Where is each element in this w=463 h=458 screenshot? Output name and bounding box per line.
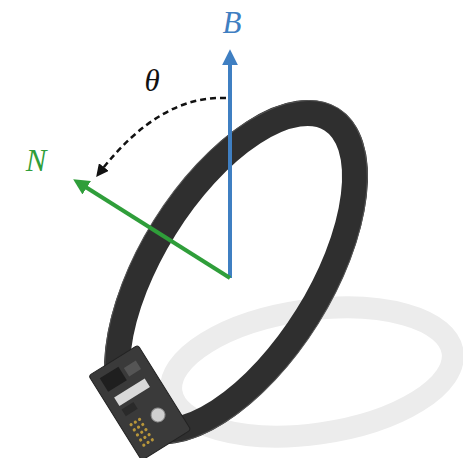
normal-label: N (26, 145, 47, 176)
field-label: B (223, 7, 242, 38)
normal-vector (84, 186, 230, 278)
ring-body (69, 75, 402, 458)
field-vector (228, 62, 232, 278)
angle-label: θ (144, 65, 159, 96)
angle-arc (100, 98, 226, 172)
circuit-board (89, 345, 191, 458)
ring-edge (51, 57, 420, 458)
